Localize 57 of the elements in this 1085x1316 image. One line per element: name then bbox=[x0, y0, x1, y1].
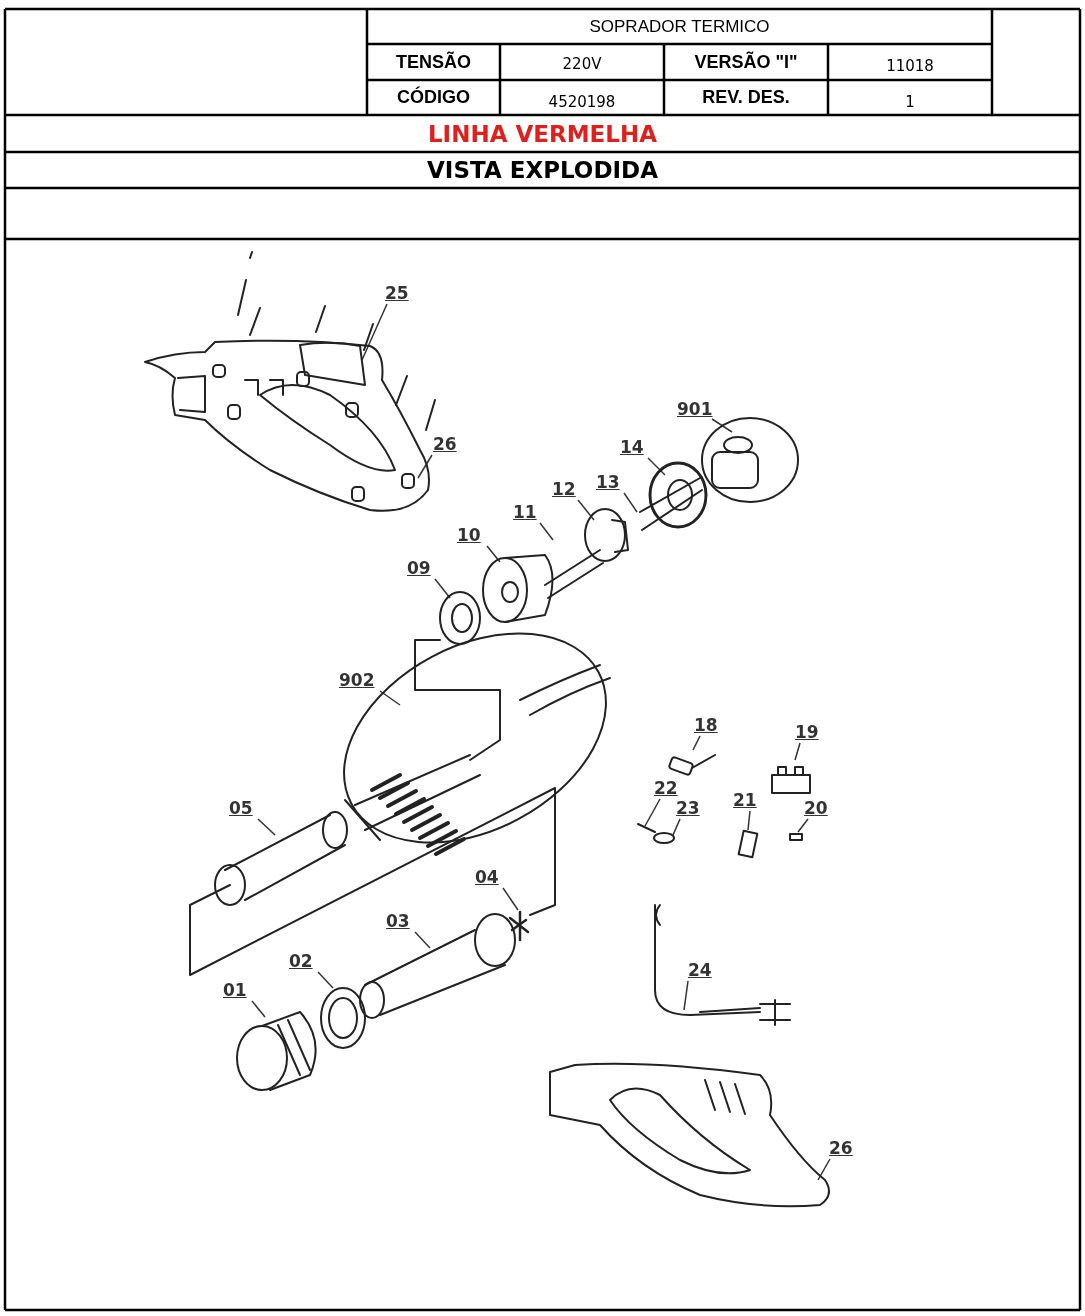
leader-line bbox=[414, 931, 431, 949]
leader-line bbox=[361, 303, 388, 361]
field-label: CÓDIGO bbox=[397, 87, 470, 108]
title-text: SOPRADOR TERMICO bbox=[589, 16, 770, 37]
callout-number: 23 bbox=[676, 798, 700, 818]
leader-line bbox=[379, 690, 401, 706]
leader-line bbox=[417, 454, 433, 479]
callout-number: 02 bbox=[289, 951, 313, 971]
callout-number: 04 bbox=[475, 867, 499, 887]
callout-number: 13 bbox=[596, 472, 620, 492]
leader-line bbox=[434, 578, 451, 599]
callout-number: 09 bbox=[407, 558, 431, 578]
field-value: 220V bbox=[562, 55, 602, 73]
leader-line bbox=[577, 499, 595, 521]
callout-number: 18 bbox=[694, 715, 718, 735]
callout-number: 22 bbox=[654, 778, 678, 798]
section-heading: VISTA EXPLODIDA bbox=[427, 157, 658, 183]
leader-line bbox=[647, 457, 666, 476]
field-value: 11018 bbox=[886, 57, 934, 75]
leader-line bbox=[672, 818, 681, 836]
callout-number: 20 bbox=[804, 798, 828, 818]
callout-number: 10 bbox=[457, 525, 481, 545]
callout-number: 902 bbox=[339, 670, 375, 690]
field-value: 1 bbox=[905, 92, 915, 111]
field-label: REV. DES. bbox=[702, 87, 790, 108]
leader-line bbox=[623, 492, 638, 513]
field-label: VERSÃO "I" bbox=[694, 51, 798, 73]
leader-line bbox=[539, 522, 554, 541]
callout-number: 26 bbox=[433, 434, 457, 454]
leader-line bbox=[251, 1000, 266, 1018]
callout-number: 11 bbox=[513, 502, 537, 522]
callout-number: 14 bbox=[620, 437, 644, 457]
leader-line bbox=[794, 742, 801, 761]
callout-number: 01 bbox=[223, 980, 247, 1000]
callout-number: 21 bbox=[733, 790, 757, 810]
callout-number: 25 bbox=[385, 283, 409, 303]
leader-line bbox=[644, 798, 661, 827]
callout-number: 12 bbox=[552, 479, 576, 499]
callout-number: 19 bbox=[795, 722, 819, 742]
section-heading: LINHA VERMELHA bbox=[427, 120, 657, 147]
leader-line bbox=[692, 735, 701, 751]
callout-number: 26 bbox=[829, 1138, 853, 1158]
leader-line bbox=[683, 980, 689, 1011]
field-value: 4520198 bbox=[548, 92, 616, 111]
leader-line bbox=[317, 971, 334, 989]
callout-number: 901 bbox=[677, 399, 713, 419]
leader-line bbox=[502, 887, 519, 911]
callout-number: 24 bbox=[688, 960, 712, 980]
callout-number: 05 bbox=[229, 798, 253, 818]
leader-line bbox=[711, 418, 733, 433]
leader-line bbox=[257, 818, 276, 836]
leader-line bbox=[486, 545, 501, 563]
field-label: TENSÃO bbox=[396, 51, 471, 73]
leader-line bbox=[747, 810, 751, 831]
callout-number: 03 bbox=[386, 911, 410, 931]
leader-line bbox=[797, 818, 809, 833]
leader-line bbox=[817, 1158, 831, 1181]
